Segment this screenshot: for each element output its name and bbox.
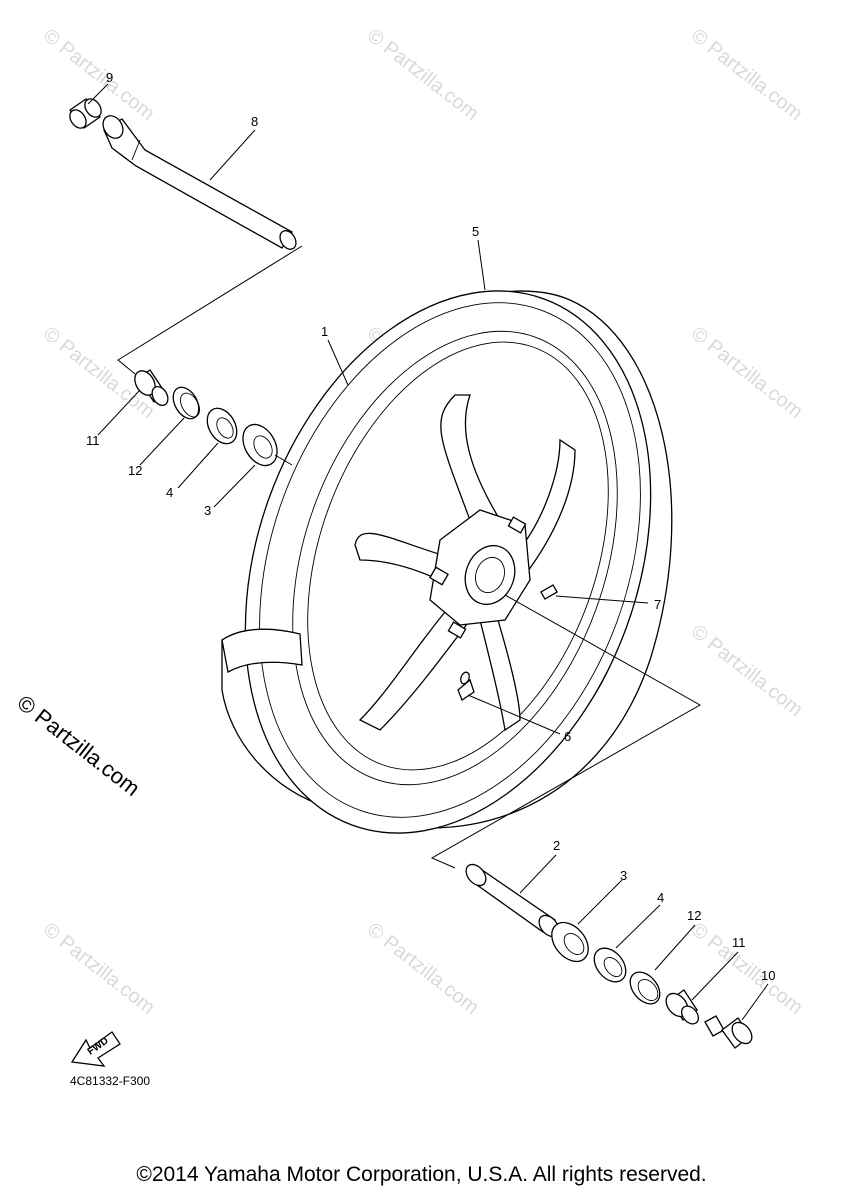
callout-8: 8 xyxy=(251,114,258,129)
callout-9: 9 xyxy=(106,70,113,85)
part-11-collar-left[interactable] xyxy=(131,367,171,408)
callout-labels: 9 8 5 1 11 12 4 3 7 6 2 3 4 12 11 10 xyxy=(86,70,775,983)
callout-3-left: 3 xyxy=(204,503,211,518)
part-8-axle[interactable] xyxy=(99,112,299,252)
callout-3-right: 3 xyxy=(620,868,627,883)
callout-4-right: 4 xyxy=(657,890,664,905)
watermark-text: © Partzilla.com xyxy=(687,25,807,125)
callout-10: 10 xyxy=(761,968,775,983)
watermark-text: © Partzilla.com xyxy=(687,919,807,1019)
callout-12-left: 12 xyxy=(128,463,142,478)
callout-11-left: 11 xyxy=(86,433,100,448)
part-9-collar[interactable] xyxy=(67,96,105,131)
copyright-notice: ©2014 Yamaha Motor Corporation, U.S.A. A… xyxy=(136,1163,707,1186)
callout-12-right: 12 xyxy=(687,908,701,923)
part-2-spacer-tube[interactable] xyxy=(462,861,563,941)
part-11-collar-right[interactable] xyxy=(662,989,702,1027)
part-10-bolt[interactable] xyxy=(704,1015,756,1049)
callout-5: 5 xyxy=(472,224,479,239)
callout-4-left: 4 xyxy=(166,485,173,500)
part-12-spacer-right[interactable] xyxy=(624,966,666,1009)
part-7-balance-weight[interactable] xyxy=(540,584,558,600)
watermark-text: © Partzilla.com xyxy=(687,621,807,721)
watermark-text: © Partzilla.com xyxy=(39,919,159,1019)
part-3-bearing-left[interactable] xyxy=(236,418,284,471)
callout-6: 6 xyxy=(564,729,571,744)
front-wheel-assembly[interactable] xyxy=(174,234,723,890)
callout-1: 1 xyxy=(321,324,328,339)
part-4-oil-seal-left[interactable] xyxy=(201,403,243,449)
fwd-arrow-icon: FWD xyxy=(70,1031,121,1067)
part-12-spacer-left[interactable] xyxy=(168,383,204,423)
part-4-oil-seal-right[interactable] xyxy=(588,942,632,988)
callout-2: 2 xyxy=(553,838,560,853)
part-6-valve[interactable] xyxy=(457,671,475,701)
wheel-hub xyxy=(429,509,531,639)
callout-7: 7 xyxy=(654,597,661,612)
watermark-text: © Partzilla.com xyxy=(363,919,483,1019)
part-3-bearing-right[interactable] xyxy=(544,916,595,969)
watermark-text: © Partzilla.com xyxy=(687,323,807,423)
drawing-number: 4C81332-F300 xyxy=(70,1074,151,1088)
watermark-text: © Partzilla.com xyxy=(363,25,483,125)
callout-11-right: 11 xyxy=(732,935,746,950)
